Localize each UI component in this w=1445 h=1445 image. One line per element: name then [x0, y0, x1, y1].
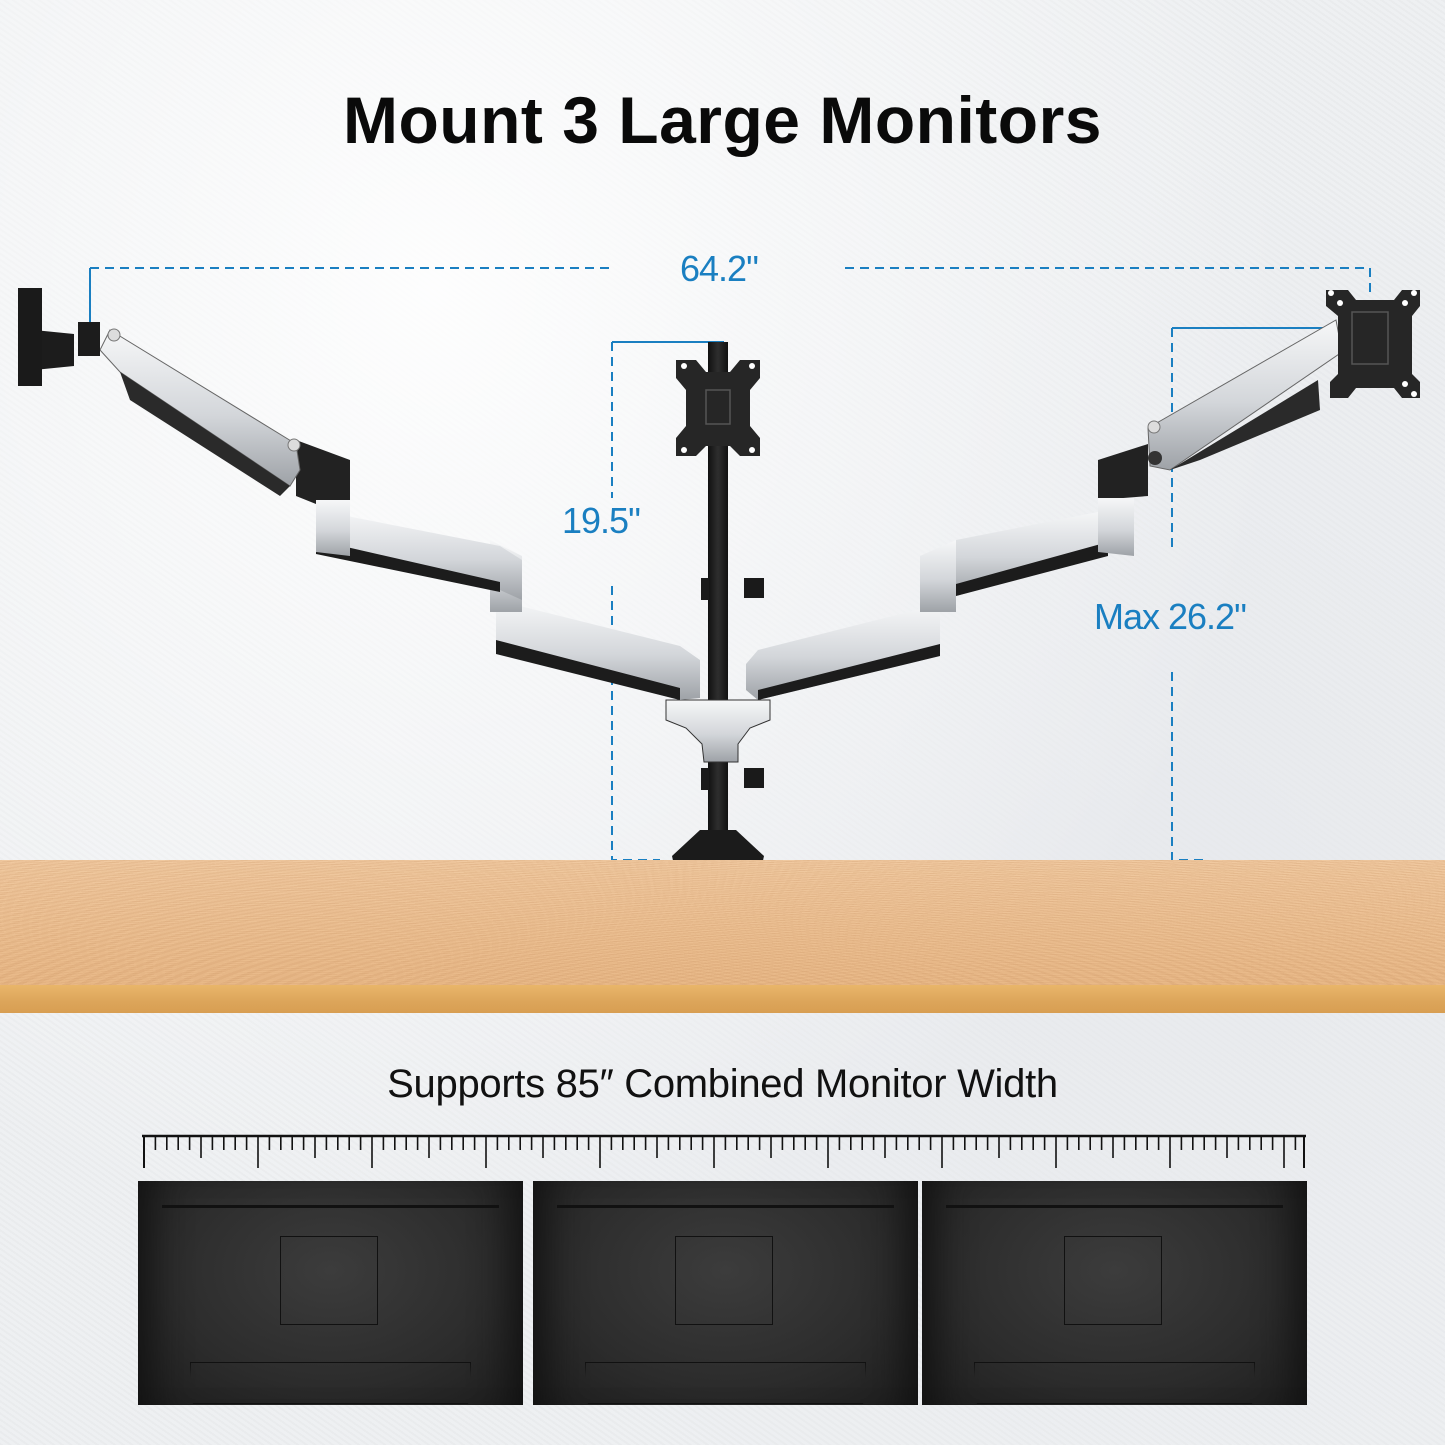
vesa-area	[1064, 1236, 1162, 1325]
monitor-center	[533, 1181, 918, 1405]
max-line-lower	[1171, 672, 1208, 861]
monitor-right	[922, 1181, 1307, 1405]
right-vesa-plate	[1326, 290, 1420, 398]
pole-height-label: 19.5"	[562, 500, 641, 541]
monitor-base-area	[974, 1362, 1255, 1404]
page-title: Mount 3 Large Monitors	[343, 83, 1102, 157]
arm-hub	[665, 699, 771, 763]
center-vesa-plate	[676, 360, 760, 456]
vesa-area	[280, 1236, 378, 1325]
right-arm	[746, 319, 1343, 700]
monitor-base-area	[190, 1362, 471, 1404]
combined-width-caption: Supports 85″ Combined Monitor Width	[387, 1062, 1058, 1106]
monitor-top-bar	[946, 1205, 1283, 1208]
desk-surface	[0, 860, 1445, 988]
ruler-icon	[142, 1134, 1306, 1168]
left-arm	[18, 288, 700, 700]
monitor-left	[138, 1181, 523, 1405]
monitor-top-bar	[557, 1205, 894, 1208]
vesa-area	[675, 1236, 773, 1325]
desk-edge	[0, 985, 1445, 1013]
width-line-right	[845, 267, 1371, 292]
mount-illustration	[18, 267, 1420, 874]
pole-line-lower	[611, 586, 660, 861]
max-height-label: Max 26.2"	[1094, 596, 1247, 637]
monitor-top-bar	[162, 1205, 499, 1208]
total-width-label: 64.2"	[680, 248, 759, 289]
dimension-lines	[89, 267, 1371, 861]
monitor-base-area	[585, 1362, 866, 1404]
